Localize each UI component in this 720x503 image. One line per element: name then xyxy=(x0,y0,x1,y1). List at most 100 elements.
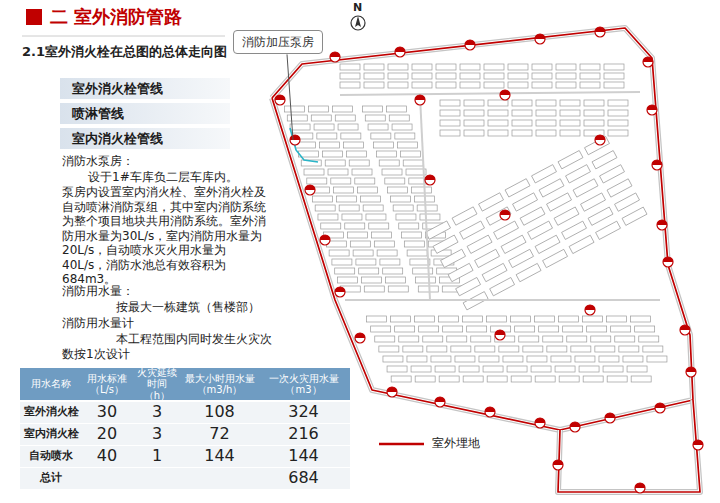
hydrant-fill xyxy=(535,34,545,39)
building xyxy=(410,259,430,265)
building xyxy=(467,326,487,332)
building xyxy=(464,110,484,116)
building xyxy=(635,326,655,332)
building xyxy=(427,346,447,352)
building xyxy=(622,207,647,225)
table-value: 30 xyxy=(82,402,132,423)
hydrant-fill xyxy=(635,483,645,488)
building xyxy=(623,356,643,362)
building xyxy=(583,316,603,322)
building xyxy=(551,356,571,362)
building xyxy=(317,133,337,139)
building xyxy=(588,207,613,225)
building xyxy=(374,142,394,148)
building xyxy=(587,326,607,332)
building xyxy=(403,160,423,166)
building xyxy=(352,169,372,175)
building xyxy=(374,241,394,247)
building xyxy=(460,64,480,70)
building xyxy=(488,110,508,116)
fire-hydrant-symbol xyxy=(320,235,330,245)
hydrant-fill xyxy=(275,95,285,100)
building xyxy=(513,193,538,211)
building xyxy=(560,120,580,126)
hydrant-fill xyxy=(485,407,495,412)
legend-label: 室外埋地 xyxy=(432,436,480,451)
building xyxy=(363,205,383,211)
hydrant-ring xyxy=(355,333,365,343)
table-row-bg xyxy=(20,424,350,445)
building xyxy=(371,133,391,139)
hydrant-ring xyxy=(500,210,510,220)
building xyxy=(376,151,396,157)
building xyxy=(483,366,503,372)
building xyxy=(349,160,369,166)
hydrant-ring xyxy=(275,95,285,105)
building xyxy=(431,356,451,362)
building xyxy=(312,196,332,202)
callout-label: 消防加压泵房 xyxy=(242,35,314,49)
north-ring xyxy=(351,16,365,30)
building xyxy=(484,73,504,79)
building xyxy=(417,205,437,211)
building xyxy=(591,336,611,342)
building xyxy=(402,232,422,238)
building xyxy=(359,268,379,274)
building xyxy=(447,336,467,342)
building xyxy=(535,376,555,382)
building xyxy=(607,179,632,197)
building xyxy=(479,356,499,362)
building xyxy=(484,82,504,88)
building xyxy=(412,82,432,88)
building xyxy=(556,73,576,79)
building xyxy=(531,366,551,372)
fire-hydrant-symbol xyxy=(355,333,365,343)
fire-hydrant-symbol xyxy=(655,403,665,413)
building xyxy=(412,73,432,79)
hydrant-ring xyxy=(320,235,330,245)
building xyxy=(569,235,594,253)
building xyxy=(388,187,408,193)
building xyxy=(420,214,440,220)
building xyxy=(315,205,335,211)
hydrant-fill xyxy=(495,330,505,335)
hydrant-fill xyxy=(435,397,445,402)
hydrant-ring xyxy=(595,27,605,37)
building xyxy=(346,151,366,157)
hydrant-ring xyxy=(585,305,595,315)
building xyxy=(512,110,532,116)
building xyxy=(471,336,491,342)
building xyxy=(388,73,408,79)
building xyxy=(511,316,531,322)
building xyxy=(337,277,357,283)
building xyxy=(334,187,354,193)
section-heading: 消防用水量： xyxy=(62,284,134,298)
road xyxy=(420,96,430,300)
building xyxy=(464,120,484,126)
building xyxy=(592,151,617,169)
table-value: 3 xyxy=(132,424,182,445)
building xyxy=(532,64,552,70)
hydrant-ring xyxy=(595,135,605,145)
table-value: 684 xyxy=(257,468,350,489)
building xyxy=(555,366,575,372)
building xyxy=(505,179,530,197)
building xyxy=(487,316,507,322)
hydrant-ring xyxy=(535,34,545,44)
building xyxy=(419,326,439,332)
table-header: 一次火灾用水量（m3） xyxy=(257,368,350,400)
building xyxy=(608,120,628,126)
building xyxy=(426,221,451,239)
hydrant-ring xyxy=(330,52,340,62)
building xyxy=(385,277,405,283)
building xyxy=(382,169,402,175)
building xyxy=(464,130,484,136)
slide-title: 二 室外消防管路 xyxy=(50,6,182,28)
building xyxy=(443,326,463,332)
building xyxy=(308,106,328,112)
building xyxy=(361,277,381,283)
building xyxy=(369,223,389,229)
table-header: 最大小时用水量（m3/h） xyxy=(182,368,257,400)
fire-hydrant-symbol xyxy=(595,27,605,37)
building xyxy=(519,336,539,342)
